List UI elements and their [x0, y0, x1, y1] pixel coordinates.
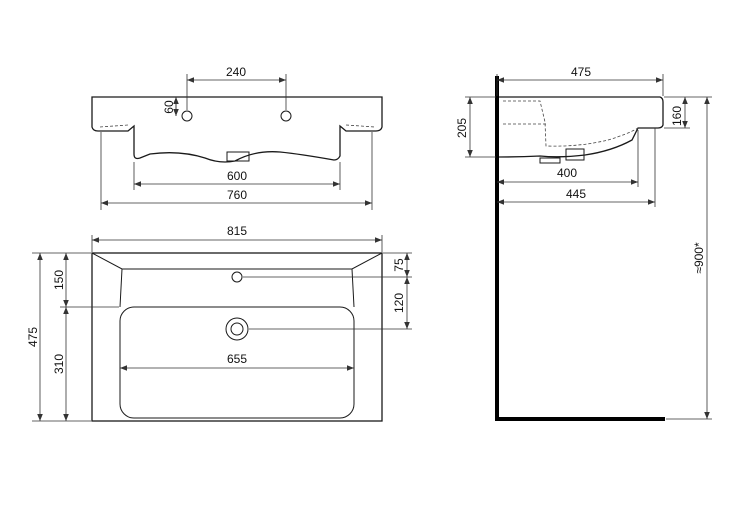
dim-label-160: 160: [670, 106, 684, 126]
side-trap: [539, 148, 585, 164]
top-drain-inner: [230, 322, 244, 336]
dim-label-150: 150: [52, 270, 66, 290]
dim-label-240: 240: [226, 65, 246, 79]
front-tap-hole-left: [181, 110, 193, 122]
top-drain-outer: [225, 317, 249, 341]
side-wall: [495, 76, 665, 421]
dim-label-600: 600: [227, 169, 247, 183]
top-tap-hole: [231, 271, 243, 283]
side-view: 475 205 160 400 445 ≈900*: [455, 65, 712, 421]
dim-label-310: 310: [52, 354, 66, 374]
top-basin-bowl: [119, 306, 355, 419]
front-view: 240 60 600 760: [91, 65, 383, 210]
dim-label-815: 815: [227, 224, 247, 238]
front-inner-bowl-hidden: [99, 124, 376, 128]
top-view: 815 475 150 310 75 120 655: [26, 224, 412, 422]
dim-label-120: 120: [392, 293, 406, 313]
side-inner-bowl-hidden: [503, 100, 639, 147]
dim-label-900: ≈900*: [692, 242, 706, 274]
side-basin-profile: [498, 96, 664, 158]
top-inner-rim: [91, 252, 383, 270]
dim-label-75: 75: [392, 258, 406, 272]
dim-label-760: 760: [227, 188, 247, 202]
front-tap-hole-right: [280, 110, 292, 122]
dim-label-400: 400: [557, 166, 577, 180]
dim-label-60: 60: [162, 100, 176, 114]
front-trap: [226, 151, 250, 162]
dim-label-655: 655: [227, 352, 247, 366]
dim-label-445: 445: [566, 187, 586, 201]
dim-label-475-side: 475: [571, 65, 591, 79]
top-outer-rim: [91, 252, 383, 422]
dim-label-205: 205: [455, 118, 469, 138]
dim-label-475-top: 475: [26, 327, 40, 347]
